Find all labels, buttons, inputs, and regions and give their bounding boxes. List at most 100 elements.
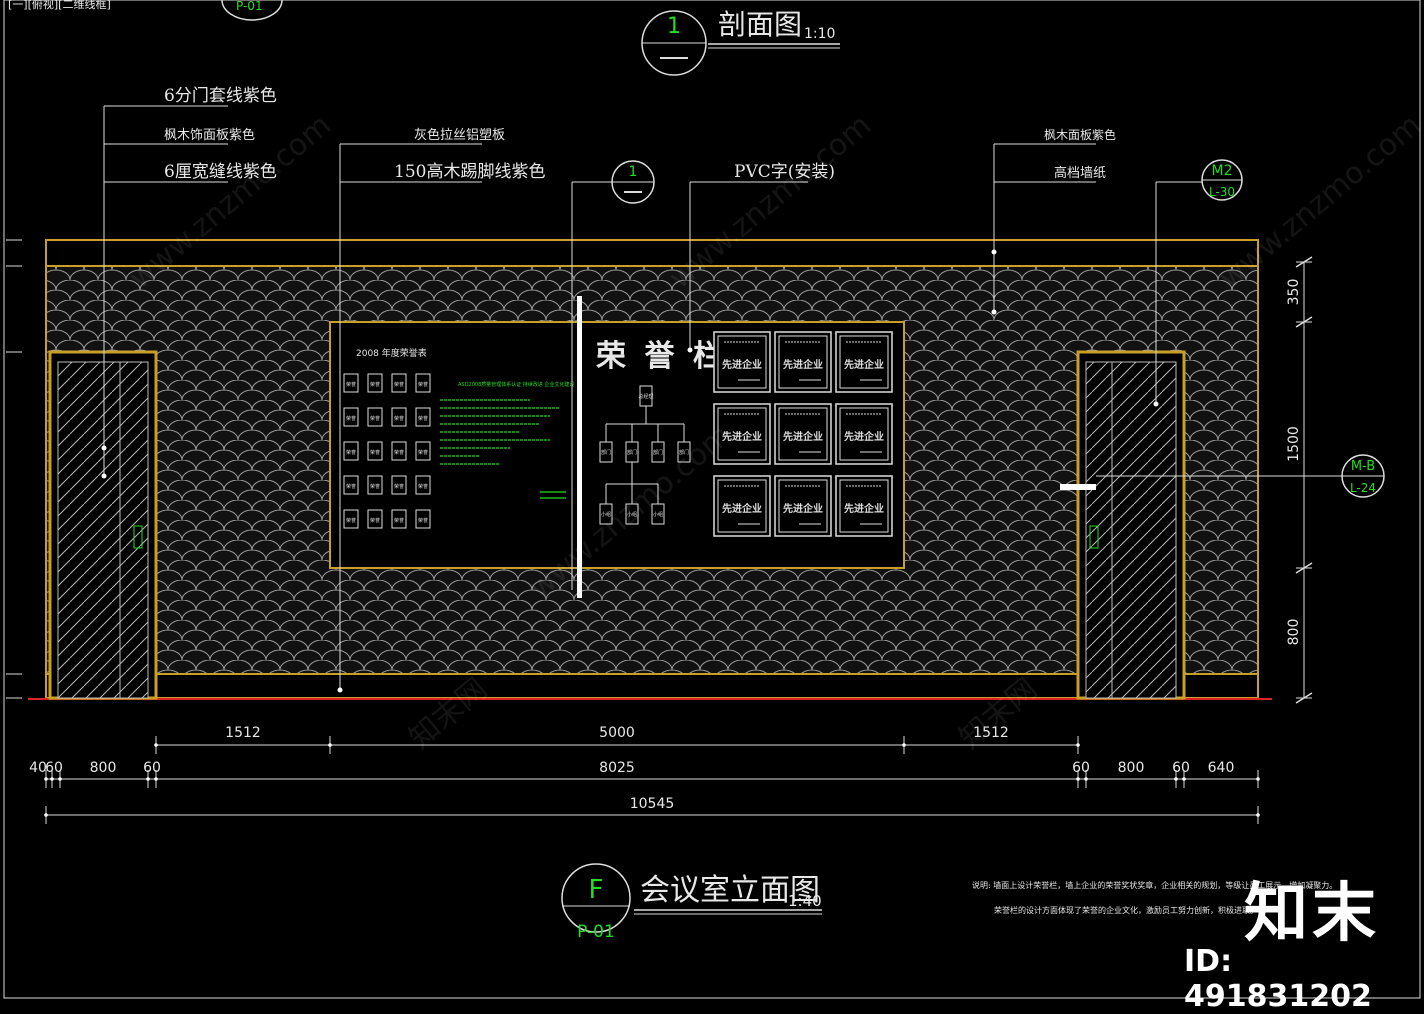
org-box-label: 部门 — [627, 449, 637, 456]
org-box: 小组 — [651, 503, 665, 525]
view-note: [一][俯视][二维线框] — [8, 0, 111, 11]
certificate-label: 荣誉 — [394, 449, 404, 456]
brand-id: ID: 491831202 — [1184, 944, 1372, 1014]
award-text: 先进企业 — [783, 430, 823, 443]
certificate-label: 荣誉 — [418, 483, 428, 490]
dim-800-left: 800 — [90, 760, 117, 776]
certificate-label: 荣誉 — [418, 517, 428, 524]
certificate-frame: 荣誉 — [415, 407, 431, 427]
dim-10545: 10545 — [630, 796, 675, 812]
award-text: 先进企业 — [722, 502, 762, 515]
org-box-label: 部门 — [601, 449, 611, 456]
skirting-board — [45, 673, 1259, 699]
notes-line-2: 荣誉栏的设计方面体现了荣誉的企业文化，激励员工努力创新，积极进取。 — [994, 905, 1258, 915]
board-green-text: ASO2008质量管理体系认证 持续改进 企业文化建设 — [458, 381, 574, 388]
detail-marker-number: 1 — [629, 164, 638, 180]
certificate-frame: 荣誉 — [391, 441, 407, 461]
certificate-label: 荣誉 — [370, 381, 380, 388]
honor-title: 荣 誉 栏 — [596, 339, 727, 374]
left-door-handle — [133, 525, 143, 549]
honor-board: 2008 年度荣誉表 荣誉荣誉荣誉荣誉荣誉荣誉荣誉荣誉荣誉荣誉荣誉荣誉荣誉荣誉荣… — [329, 296, 905, 598]
callout-pvc-text: PVC字(安装) — [734, 162, 835, 182]
certificate-frame: 荣誉 — [367, 373, 383, 393]
sheet-border — [3, 0, 1421, 999]
dim-tick — [154, 743, 158, 747]
certificate-label: 荣誉 — [394, 483, 404, 490]
marker-mb-top: M-B — [1351, 459, 1375, 474]
dim-tick — [1076, 777, 1080, 781]
notes-line-1: 说明: 墙面上设计荣誉栏，墙上企业的荣誉奖状奖章，企业相关的规划，等级让员工展示… — [972, 880, 1337, 890]
dim-800-right: 800 — [1118, 760, 1145, 776]
dim-tick — [1256, 813, 1260, 817]
marker-mb: M-B L-24 — [1096, 454, 1385, 498]
dim-tick — [58, 777, 62, 781]
right-door — [1060, 350, 1186, 700]
certificate-label: 荣誉 — [346, 415, 356, 422]
award-text: 先进企业 — [783, 358, 823, 371]
right-door-handle — [1089, 525, 1099, 549]
callouts-left: 6分门套线紫色 枫木饰面板紫色 6厘宽缝线紫色 — [101, 86, 277, 479]
dim-60-b: 60 — [143, 760, 161, 776]
org-box: 小组 — [599, 503, 613, 525]
title-scale: 1:40 — [788, 892, 822, 910]
award-text: 先进企业 — [722, 358, 762, 371]
watermark-3: www.znzmo.com — [1213, 108, 1424, 297]
certificate-label: 荣誉 — [346, 449, 356, 456]
top-left-tag: P-01 — [236, 0, 263, 13]
org-box: 小组 — [625, 503, 639, 525]
certificate-label: 荣誉 — [394, 517, 404, 524]
certificate-grid: 荣誉荣誉荣誉荣誉荣誉荣誉荣誉荣誉荣誉荣誉荣誉荣誉荣誉荣誉荣誉荣誉荣誉荣誉荣誉荣誉 — [343, 373, 431, 529]
top-left-marker — [221, 0, 283, 21]
brand-logo: 知末 — [1244, 877, 1380, 951]
org-box-label: 小组 — [627, 511, 637, 518]
marker-m2-bottom: L-30 — [1209, 185, 1235, 199]
dim-v-350: 350 — [1286, 279, 1302, 306]
callout-maple-right: 枫木面板紫色 — [1044, 127, 1116, 142]
certificate-label: 荣誉 — [370, 517, 380, 524]
certificate-frame: 荣誉 — [343, 509, 359, 529]
ceiling-band — [45, 239, 1259, 267]
org-box-label: 小组 — [601, 511, 611, 518]
marker-m2-top: M2 — [1212, 163, 1233, 179]
award-plaque: 先进企业 — [713, 403, 771, 465]
dim-tick — [50, 777, 54, 781]
left-door — [48, 350, 158, 700]
dim-tick — [1084, 777, 1088, 781]
dim-tick — [44, 777, 48, 781]
certificate-frame: 荣誉 — [343, 407, 359, 427]
award-text: 先进企业 — [844, 358, 884, 371]
dim-tick — [146, 777, 150, 781]
org-box: 部门 — [651, 441, 665, 463]
dim-5000: 5000 — [599, 725, 635, 741]
dim-tick — [154, 777, 158, 781]
section-scale: 1:10 — [804, 26, 835, 42]
section-heading: 剖面图 — [718, 8, 802, 41]
dim-tick — [44, 813, 48, 817]
org-box-label: 部门 — [653, 449, 663, 456]
dim-40: 40 — [29, 760, 47, 776]
section-cut-mark — [1060, 484, 1096, 490]
certificate-frame: 荣誉 — [415, 509, 431, 529]
callouts-right: 枫木面板紫色 高档墙纸 — [991, 127, 1116, 315]
certificate-frame: 荣誉 — [415, 441, 431, 461]
left-level-ticks — [6, 239, 22, 699]
certificate-label: 荣誉 — [394, 381, 404, 388]
callouts-middle: 灰色拉丝铝塑板 150高木踢脚线紫色 — [337, 127, 545, 693]
dim-60-d: 60 — [1172, 760, 1190, 776]
certificate-frame: 荣誉 — [367, 441, 383, 461]
certificate-label: 荣誉 — [370, 483, 380, 490]
callout-pvc: PVC字(安装) — [687, 162, 835, 353]
award-plaque: 先进企业 — [713, 475, 771, 537]
certificate-label: 荣誉 — [346, 483, 356, 490]
callout-groove-line: 6厘宽缝线紫色 — [164, 162, 277, 182]
certificate-frame: 荣誉 — [367, 407, 383, 427]
certificate-frame: 荣誉 — [415, 475, 431, 495]
org-box: 部门 — [625, 441, 639, 463]
callout-skirting: 150高木踢脚线紫色 — [394, 162, 545, 182]
certificate-frame: 荣誉 — [343, 475, 359, 495]
org-chart: 总经理部门部门部门部门小组小组小组 — [599, 385, 691, 525]
certificate-label: 荣誉 — [418, 449, 428, 456]
certificate-frame: 荣誉 — [343, 441, 359, 461]
certificate-label: 荣誉 — [394, 415, 404, 422]
